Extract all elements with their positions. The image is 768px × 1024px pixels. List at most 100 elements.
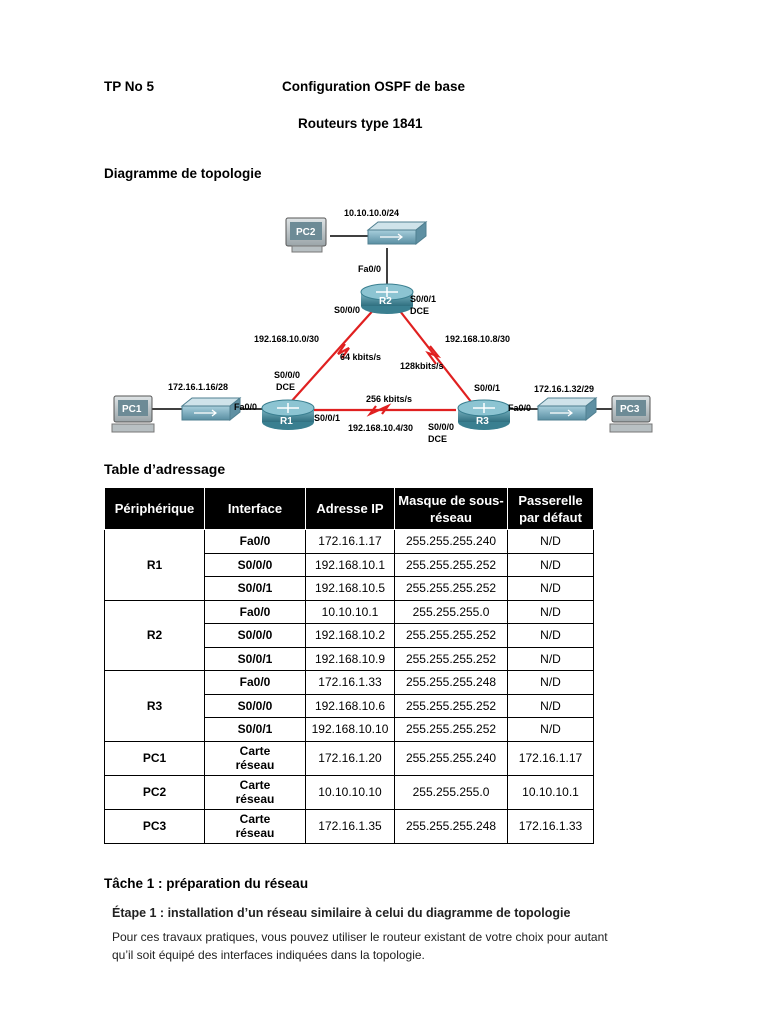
pc2-label: PC2 xyxy=(296,227,316,238)
interface-cell: S0/0/0 xyxy=(204,693,306,718)
col-mask: Masque de sous-réseau xyxy=(394,487,508,530)
r2-dce-label: DCE xyxy=(410,306,429,316)
r3-label: R3 xyxy=(476,416,489,427)
router-r3-icon: R3 xyxy=(457,399,511,430)
gateway-cell: N/D xyxy=(507,599,594,624)
r3-fa0-label: Fa0/0 xyxy=(508,403,531,413)
ip-cell: 192.168.10.9 xyxy=(305,646,395,671)
tp-number: TP No 5 xyxy=(104,79,155,94)
mask-cell: 255.255.255.252 xyxy=(394,646,508,671)
ip-cell: 172.16.1.33 xyxy=(305,670,395,695)
router-r2-icon: R2 xyxy=(360,283,414,314)
interface-cell: S0/0/1 xyxy=(204,717,306,742)
interface-cell: S0/0/0 xyxy=(204,623,306,648)
address-table: Périphérique Interface Adresse IP Masque… xyxy=(104,487,594,844)
gateway-cell: N/D xyxy=(507,576,594,601)
gateway-cell: 10.10.10.1 xyxy=(507,774,594,810)
r1-s000-label: S0/0/0 xyxy=(274,370,300,380)
device-cell: PC3 xyxy=(104,808,205,844)
col-interface: Interface xyxy=(204,487,306,530)
ip-cell: 172.16.1.35 xyxy=(305,808,395,844)
ip-cell: 192.168.10.10 xyxy=(305,717,395,742)
link-r1r2-speed: 64 kbits/s xyxy=(340,352,381,362)
device-cell: R3 xyxy=(104,670,205,742)
topology-diagram: PC2 10.10.10.0/24 Fa0/0 R2 S0/0/0 S0/0/1… xyxy=(111,208,653,444)
link-r2r3-network: 192.168.10.8/30 xyxy=(445,334,510,344)
interface-cell: Carte réseau xyxy=(204,808,306,844)
pc3-icon: PC3 xyxy=(609,395,653,433)
pc1-label: PC1 xyxy=(122,404,142,415)
mask-cell: 255.255.255.0 xyxy=(394,599,508,624)
r2-s001-label: S0/0/1 xyxy=(410,294,436,304)
switch-lan3-icon xyxy=(536,396,598,422)
ip-cell: 172.16.1.20 xyxy=(305,740,395,776)
mask-cell: 255.255.255.240 xyxy=(394,529,508,554)
r1-label: R1 xyxy=(280,416,293,427)
interface-cell: Carte réseau xyxy=(204,740,306,776)
col-ip: Adresse IP xyxy=(305,487,395,530)
ip-cell: 192.168.10.1 xyxy=(305,552,395,577)
gateway-cell: N/D xyxy=(507,646,594,671)
device-cell: PC1 xyxy=(104,740,205,776)
mask-cell: 255.255.255.252 xyxy=(394,623,508,648)
r3-s000-label: S0/0/0 xyxy=(428,422,454,432)
interface-cell: Fa0/0 xyxy=(204,670,306,695)
mask-cell: 255.255.255.252 xyxy=(394,576,508,601)
mask-cell: 255.255.255.248 xyxy=(394,670,508,695)
gateway-cell: N/D xyxy=(507,717,594,742)
device-cell: R1 xyxy=(104,529,205,601)
task-title: Tâche 1 : préparation du réseau xyxy=(104,876,309,891)
gateway-cell: N/D xyxy=(507,693,594,718)
r1-dce-label: DCE xyxy=(276,382,295,392)
r2-s000-label: S0/0/0 xyxy=(334,305,360,315)
lan1-network-label: 172.16.1.16/28 xyxy=(168,382,228,392)
interface-cell: S0/0/1 xyxy=(204,646,306,671)
step-body: Pour ces travaux pratiques, vous pouvez … xyxy=(112,930,608,962)
interface-cell: Fa0/0 xyxy=(204,599,306,624)
pc3-label: PC3 xyxy=(620,404,640,415)
r2-fa0-label: Fa0/0 xyxy=(358,264,381,274)
mask-cell: 255.255.255.252 xyxy=(394,552,508,577)
link-r1r3-speed: 256 kbits/s xyxy=(366,394,412,404)
ip-cell: 192.168.10.6 xyxy=(305,693,395,718)
switch-lan2-icon xyxy=(366,220,428,246)
pc1-icon: PC1 xyxy=(111,395,155,433)
mask-cell: 255.255.255.0 xyxy=(394,774,508,810)
switch-lan1-icon xyxy=(180,396,242,422)
gateway-cell: N/D xyxy=(507,529,594,554)
r1-s001-label: S0/0/1 xyxy=(314,413,340,423)
device-cell: R2 xyxy=(104,599,205,671)
mask-cell: 255.255.255.252 xyxy=(394,717,508,742)
gateway-cell: 172.16.1.33 xyxy=(507,808,594,844)
document-title: Configuration OSPF de base xyxy=(282,79,466,94)
r3-s001-label: S0/0/1 xyxy=(474,383,500,393)
lan3-network-label: 172.16.1.32/29 xyxy=(534,384,594,394)
step-title: Étape 1 : installation d’un réseau simil… xyxy=(112,906,571,920)
gateway-cell: N/D xyxy=(507,670,594,695)
col-device: Périphérique xyxy=(104,487,205,530)
topology-heading: Diagramme de topologie xyxy=(104,166,262,181)
document-subtitle: Routeurs type 1841 xyxy=(298,116,423,131)
serial-links xyxy=(289,305,473,417)
pc2-icon: PC2 xyxy=(285,217,327,253)
table-heading: Table d’adressage xyxy=(104,461,226,477)
ip-cell: 10.10.10.10 xyxy=(305,774,395,810)
gateway-cell: N/D xyxy=(507,623,594,648)
interface-cell: S0/0/1 xyxy=(204,576,306,601)
gateway-cell: N/D xyxy=(507,552,594,577)
ip-cell: 10.10.10.1 xyxy=(305,599,395,624)
col-gateway: Passerelle par défaut xyxy=(507,487,594,530)
device-cell: PC2 xyxy=(104,774,205,810)
ip-cell: 192.168.10.5 xyxy=(305,576,395,601)
r3-dce-label: DCE xyxy=(428,434,447,444)
ip-cell: 172.16.1.17 xyxy=(305,529,395,554)
